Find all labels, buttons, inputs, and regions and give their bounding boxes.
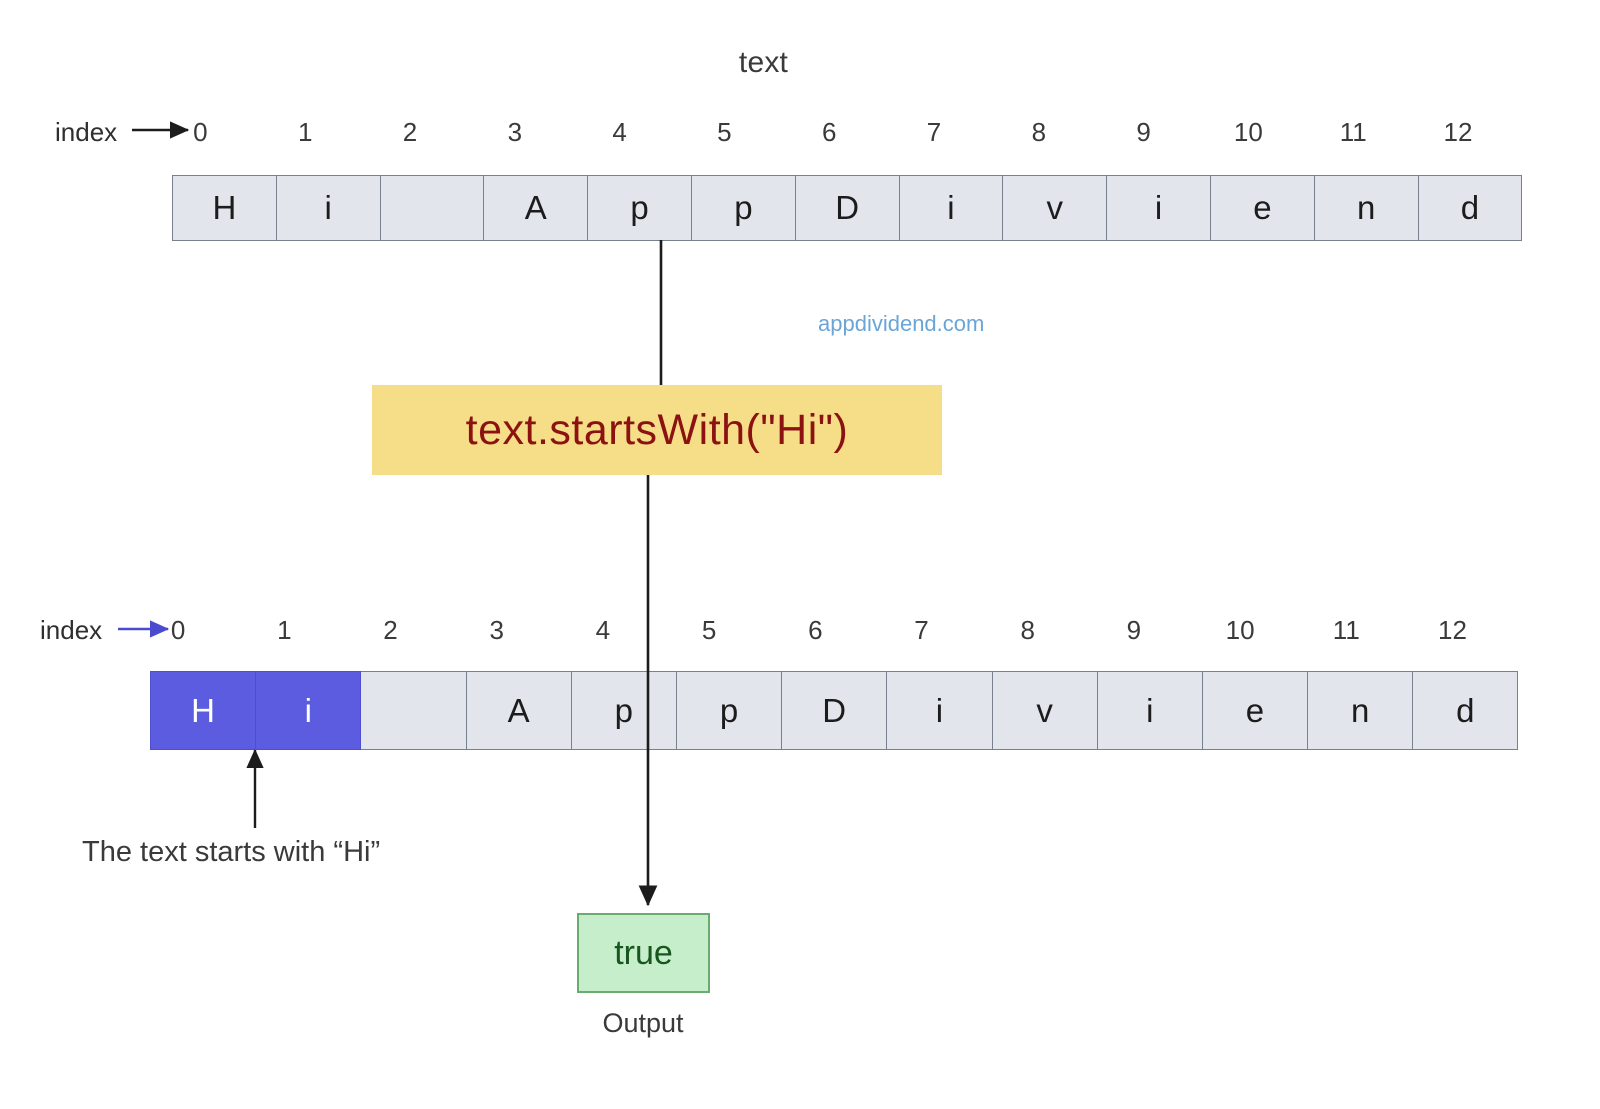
index-number: 9 [1126,615,1142,645]
index-number: 2 [383,615,398,645]
array-cell: v [991,671,1098,750]
index-number: 12 [1438,615,1467,645]
array-cell: H [172,175,277,241]
top-index-label: index [55,117,118,147]
index-number: 3 [489,615,504,645]
index-number: 11 [1339,117,1367,147]
array-cell: n [1313,175,1419,241]
index-number: 7 [926,117,942,147]
index-number: 8 [1020,615,1035,645]
index-number: 11 [1332,615,1360,645]
index-number: 5 [701,615,717,645]
watermark: appdividend.com [818,311,985,336]
index-number: 4 [595,615,611,645]
array-cell: i [255,671,362,750]
array-cell [360,671,467,750]
array-cell: p [690,175,796,241]
array-cell: v [1002,175,1108,241]
array-cell: A [483,175,589,241]
index-number: 10 [1225,615,1255,645]
page-title: text [738,46,789,79]
index-number: 0 [193,117,208,147]
array-cell: p [675,671,783,750]
array-cell: e [1209,175,1315,241]
note-caption: The text starts with “Hi” [82,836,381,868]
array-cell: i [886,671,993,750]
array-cell: e [1201,671,1309,750]
index-number: 4 [612,117,627,147]
array-cell: D [794,175,900,241]
array-cell: i [898,175,1004,241]
output-value-box: true [577,913,710,993]
index-number: 1 [277,615,292,645]
code-expression-box: text.startsWith("Hi") [372,385,942,475]
output-caption: Output [602,1008,684,1038]
index-number: 1 [297,117,313,147]
index-number: 6 [821,117,837,147]
index-number: 10 [1233,117,1263,147]
array-cell: i [1106,175,1211,241]
array-cell: n [1307,671,1414,750]
index-number: 9 [1136,117,1151,147]
array-cell: A [465,671,572,750]
index-number: 12 [1443,117,1473,147]
array-cell: D [781,671,888,750]
array-cell: d [1417,175,1523,241]
index-number: 7 [914,615,929,645]
array-cell [379,175,485,241]
index-number: 0 [170,615,186,645]
array-cell: p [570,671,677,750]
index-number: 6 [808,615,823,645]
index-number: 2 [402,117,418,147]
index-number: 3 [507,117,523,147]
array-cell: i [275,175,381,241]
index-number: 8 [1031,117,1047,147]
array-cell: i [1096,671,1203,750]
array-cell: H [150,671,257,750]
bottom-index-label: index [40,615,103,645]
array-cell: p [587,175,692,241]
array-cell: d [1412,671,1519,750]
index-number: 5 [717,117,732,147]
